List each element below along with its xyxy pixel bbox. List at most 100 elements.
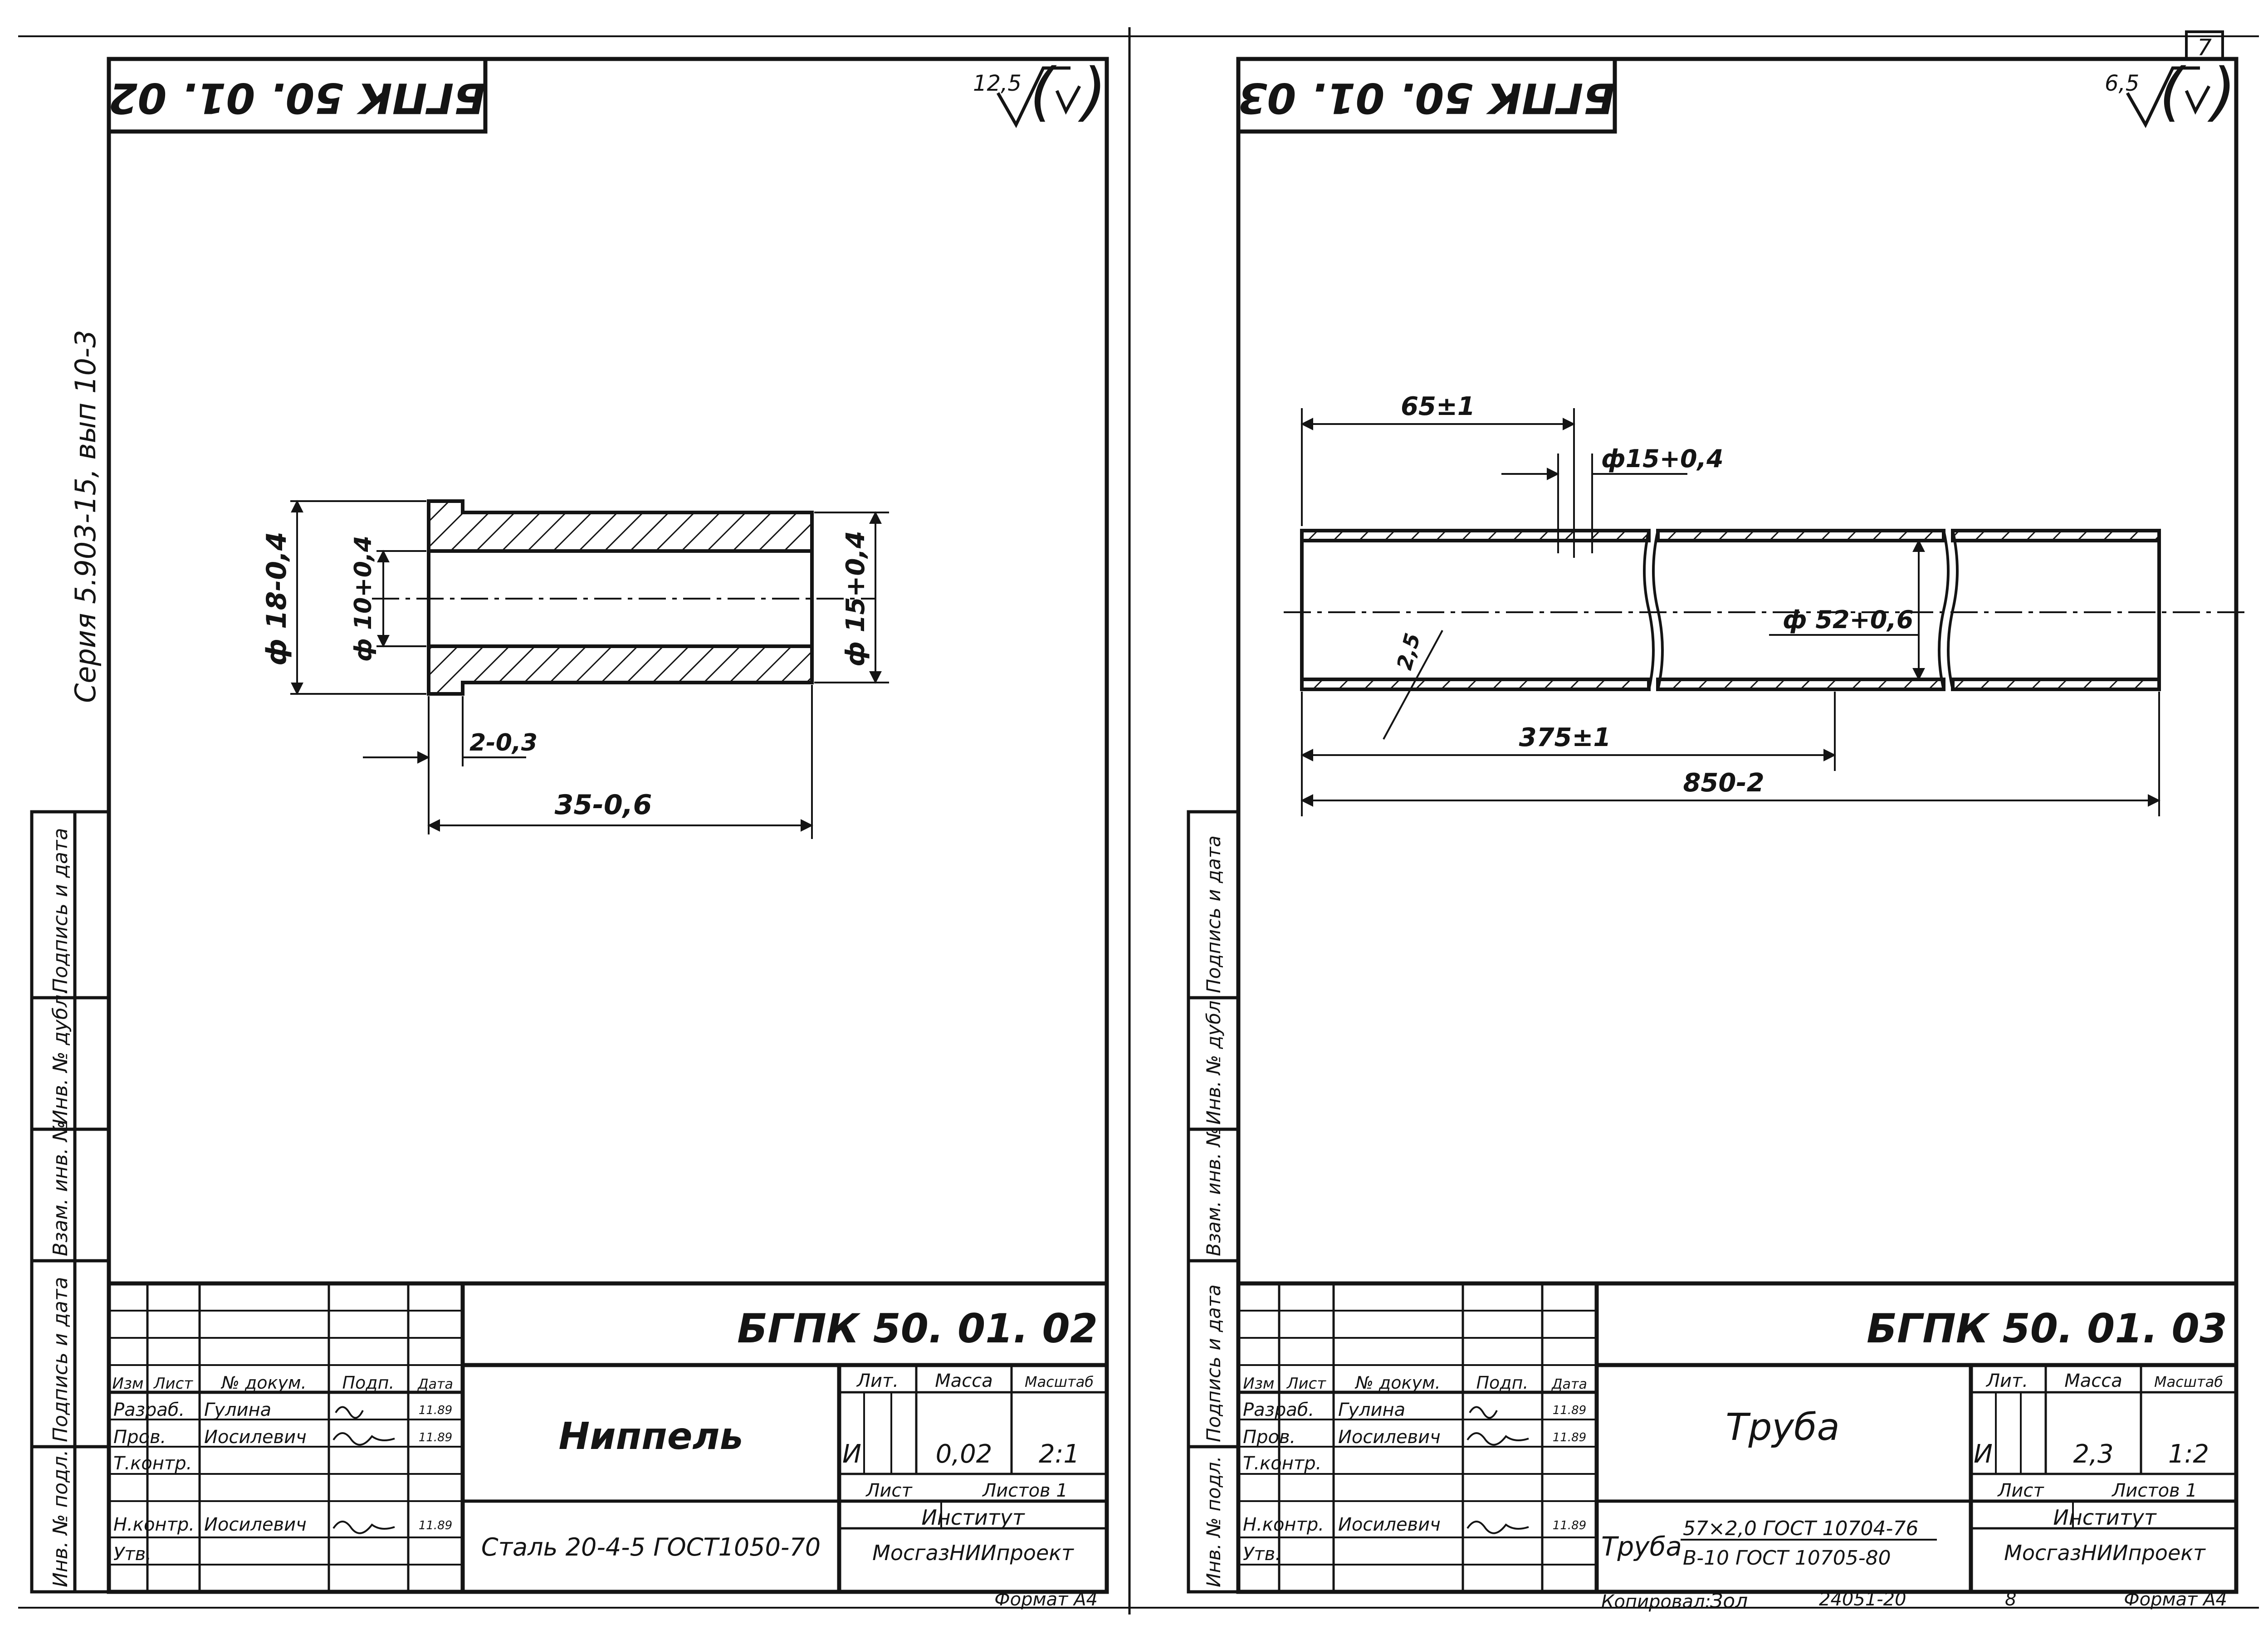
svg-text:11.89: 11.89 (419, 1519, 452, 1532)
svg-text:Иосилевич: Иосилевич (1338, 1427, 1441, 1448)
right-part-name: Труба (1725, 1406, 1840, 1449)
svg-text:Изм: Изм (112, 1375, 143, 1393)
svg-text:): ) (1078, 55, 1107, 129)
svg-text:Утв.: Утв. (113, 1544, 152, 1565)
svg-text:Листов 1: Листов 1 (982, 1480, 1068, 1501)
svg-text:И: И (1974, 1439, 1993, 1469)
svg-text:Масштаб: Масштаб (2154, 1373, 2223, 1390)
svg-text:1:2: 1:2 (2168, 1439, 2209, 1469)
left-format: Формат А4 (994, 1589, 1098, 1610)
left-mirrored-code-box (107, 57, 488, 134)
svg-text:№ докум.: № докум. (220, 1373, 306, 1393)
svg-text:МосгазНИИпроект: МосгазНИИпроект (2004, 1541, 2206, 1565)
dim-outer-dia: ф 18-0,4 (261, 532, 293, 665)
left-roughness-symbol: 12,5 ( ) (973, 55, 1107, 129)
svg-text:(: ( (1030, 55, 1057, 129)
signature-nkontr-2 (1466, 1521, 1529, 1534)
pipe-drawing: 65±1 ф15+0,4 ф 52+0,6 2,5 375±1 850-2 (1284, 392, 2250, 816)
copied-sign: Зол (1710, 1590, 1748, 1613)
page-number: 7 (2197, 34, 2212, 61)
svg-text:Лит.: Лит. (856, 1371, 899, 1391)
svg-text:Иосилевич: Иосилевич (204, 1514, 307, 1535)
svg-text:Разраб.: Разраб. (1243, 1400, 1314, 1420)
svg-text:Масса: Масса (935, 1371, 993, 1391)
nipple-drawing: ф 18-0,4 ф 10+0,4 ф 15+0,4 2-0,3 35-0,6 (261, 499, 889, 839)
dim-850: 850-2 (1683, 768, 1764, 798)
svg-text:Лист: Лист (1997, 1480, 2044, 1501)
svg-text:Гулина: Гулина (204, 1400, 271, 1420)
svg-text:Инв. № подл.: Инв. № подл. (49, 1449, 72, 1587)
right-roughness-value: 6,5 (2105, 71, 2139, 96)
svg-text:(: ( (2159, 55, 2186, 129)
svg-text:№ докум.: № докум. (1354, 1373, 1440, 1393)
svg-text:2:1: 2:1 (1039, 1439, 1080, 1469)
right-sheet: БГПК 50. 01. 03 6,5 ( ) Инв. № подл. Под… (1187, 55, 2250, 1613)
svg-text:Лит.: Лит. (1985, 1371, 2028, 1391)
left-mirrored-code: БГПК 50. 01. 02 (108, 74, 485, 122)
svg-text:Лист: Лист (865, 1480, 913, 1501)
svg-text:Подпись и дата: Подпись и дата (49, 1277, 72, 1442)
dim-inner-dia: ф 10+0,4 (350, 536, 377, 662)
svg-text:11.89: 11.89 (1553, 1404, 1586, 1417)
svg-text:Подп.: Подп. (342, 1373, 394, 1393)
svg-text:Разраб.: Разраб. (113, 1400, 185, 1420)
inventory-number: 24051-20 (1819, 1589, 1906, 1610)
svg-text:Взам. инв. №: Взам. инв. № (1202, 1127, 1225, 1256)
svg-text:Подпись и дата: Подпись и дата (1202, 835, 1225, 993)
left-code: БГПК 50. 01. 02 (737, 1305, 1098, 1352)
svg-text:Т.контр.: Т.контр. (113, 1453, 192, 1474)
left-roughness-value: 12,5 (973, 71, 1022, 96)
copied-label: Копировал: (1601, 1591, 1711, 1612)
dim-hole: ф15+0,4 (1601, 444, 1724, 473)
svg-text:11.89: 11.89 (1553, 1431, 1586, 1444)
nipple-lower-wall (427, 644, 814, 696)
svg-text:Дата: Дата (1551, 1376, 1587, 1392)
svg-text:11.89: 11.89 (419, 1404, 452, 1417)
svg-text:): ) (2207, 55, 2236, 129)
left-part-name: Ниппель (559, 1415, 743, 1458)
svg-text:Инв. № дубл.: Инв. № дубл. (49, 988, 72, 1125)
svg-text:Лист: Лист (153, 1375, 193, 1393)
svg-text:0,02: 0,02 (936, 1439, 992, 1469)
right-code: БГПК 50. 01. 03 (1867, 1305, 2227, 1352)
dim-length: 35-0,6 (555, 789, 652, 821)
svg-text:Институт: Институт (2053, 1505, 2156, 1530)
right-format: Формат А4 (2124, 1589, 2227, 1610)
signature-prov-2 (1466, 1432, 1529, 1446)
svg-text:И: И (842, 1439, 861, 1469)
svg-text:Н.контр.: Н.контр. (113, 1514, 195, 1535)
svg-text:Масса: Масса (2064, 1371, 2122, 1391)
svg-text:МосгазНИИпроект: МосгазНИИпроект (872, 1541, 1074, 1565)
svg-text:Подп.: Подп. (1476, 1373, 1528, 1393)
svg-text:Утв.: Утв. (1243, 1544, 1281, 1565)
right-material-line1: 57×2,0 ГОСТ 10704-76 (1683, 1517, 1918, 1540)
signature-nkontr (332, 1521, 395, 1534)
dim-375: 375±1 (1519, 723, 1611, 752)
svg-text:Подпись и дата: Подпись и дата (49, 828, 72, 993)
svg-text:Инв. № подл.: Инв. № подл. (1202, 1456, 1225, 1587)
svg-text:Лист: Лист (1286, 1375, 1326, 1393)
right-footer: Копировал: Зол 24051-20 8 Формат А4 (1601, 1589, 2227, 1613)
svg-text:Иосилевич: Иосилевич (1338, 1514, 1441, 1535)
left-title-block: Изм Лист № докум. Подп. Дата Разраб. Гул… (107, 1281, 1109, 1610)
series-note: Серия 5.903-15, вып 10-3 (69, 330, 102, 703)
right-material-line2: В-10 ГОСТ 10705-80 (1683, 1546, 1891, 1570)
svg-text:Пров.: Пров. (1243, 1427, 1295, 1448)
svg-text:Изм: Изм (1243, 1375, 1274, 1393)
svg-text:Т.контр.: Т.контр. (1243, 1453, 1321, 1474)
svg-text:Институт: Институт (921, 1505, 1025, 1530)
svg-text:Гулина: Гулина (1338, 1400, 1405, 1420)
svg-text:Подпись и дата: Подпись и дата (1202, 1284, 1225, 1442)
left-sheet: БГПК 50. 01. 02 12,5 ( ) Серия 5.903-15,… (30, 55, 1109, 1610)
right-material-prefix: Труба (1601, 1531, 1682, 1562)
right-roughness-symbol: 6,5 ( ) (2105, 55, 2236, 129)
signature-razrab-2 (1469, 1406, 1498, 1419)
right-side-stamp: Инв. № подл. Подпись и дата Взам. инв. №… (1187, 810, 1240, 1594)
svg-text:11.89: 11.89 (419, 1431, 452, 1444)
dim-diameter: ф 52+0,6 (1783, 605, 1913, 634)
svg-text:Инв. № дубл.: Инв. № дубл. (1202, 995, 1225, 1125)
right-mirrored-code-box (1236, 57, 1617, 134)
dim-step: 2-0,3 (469, 729, 538, 756)
dim-wall: 2,5 (1392, 630, 1425, 673)
